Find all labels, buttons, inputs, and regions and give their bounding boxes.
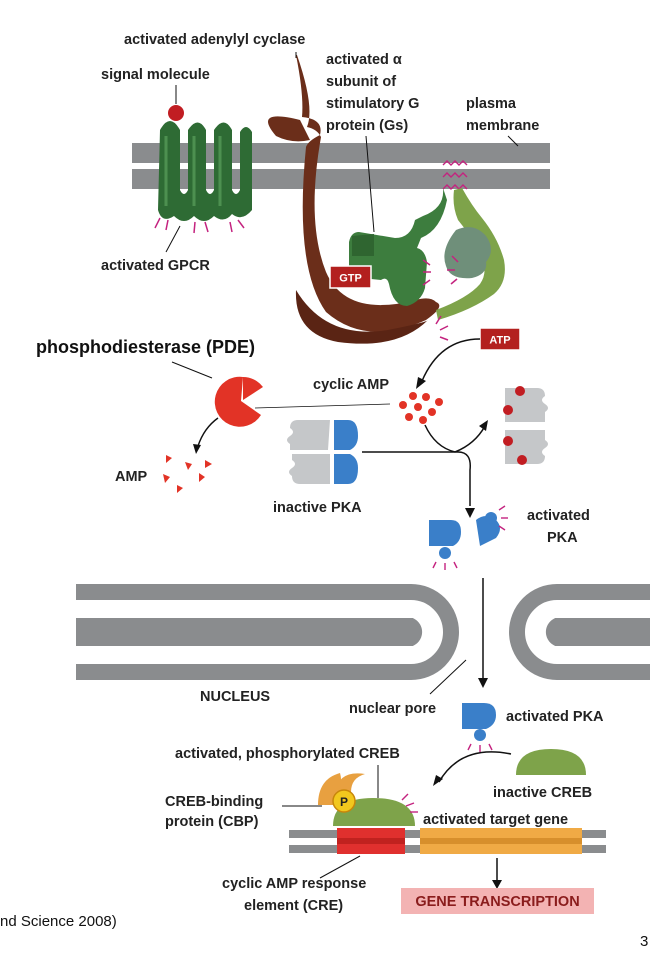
- gs-alpha-label-line1: activated α: [326, 52, 402, 68]
- nuclear-envelope: [76, 584, 650, 680]
- cbp-label-line2: protein (CBP): [165, 814, 259, 830]
- gs-beta-gamma: [422, 188, 505, 341]
- pka-regulatory-camp-bound: [503, 386, 548, 465]
- gs-alpha-label-line2: subunit of: [326, 74, 396, 90]
- citation-text: nd Science 2008): [0, 913, 117, 930]
- gs-alpha-label: activated α subunit of stimulatory G pro…: [326, 52, 419, 134]
- dna-strand: [289, 828, 606, 854]
- phosphate-marker: P: [340, 795, 348, 809]
- activated-creb-label: activated, phosphorylated CREB: [175, 746, 400, 762]
- nuclear-pka: [462, 703, 496, 752]
- activated-pka-label-line2: PKA: [547, 530, 578, 546]
- amp-label: AMP: [115, 469, 148, 485]
- atp-badge: ATP: [479, 327, 521, 351]
- cyclic-amp-molecules: [399, 392, 443, 424]
- plasma-membrane-label-line1: plasma: [466, 96, 517, 112]
- activated-pka-label-line1: activated: [527, 508, 590, 524]
- nucleus-label: NUCLEUS: [200, 689, 270, 705]
- cbp-label-line1: CREB-binding: [165, 794, 263, 810]
- cyclic-amp-label: cyclic AMP: [313, 377, 389, 393]
- gtp-label: GTP: [339, 273, 362, 285]
- gs-alpha-label-line3: stimulatory G: [326, 96, 419, 112]
- inactive-pka-label: inactive PKA: [273, 500, 362, 516]
- nuclear-pore-label: nuclear pore: [349, 701, 436, 717]
- adenylyl-cyclase-label: activated adenylyl cyclase: [124, 32, 305, 48]
- cre-label: cyclic AMP response element (CRE): [222, 876, 366, 914]
- amp-molecules: [163, 455, 212, 493]
- pde-to-amp-arrow: [193, 417, 219, 454]
- inactive-pka: [287, 420, 358, 484]
- creb-cbp-complex: P: [318, 773, 418, 826]
- atp-to-camp-arrow: [416, 338, 481, 389]
- pde-enzyme: [214, 376, 263, 427]
- gs-alpha-subunit: [349, 188, 447, 306]
- gene-transcription-box: GENE TRANSCRIPTION: [401, 888, 594, 914]
- target-gene-label: activated target gene: [423, 812, 568, 828]
- cre-label-line1: cyclic AMP response: [222, 876, 366, 892]
- gene-transcription-label: GENE TRANSCRIPTION: [415, 894, 579, 910]
- plasma-membrane-label-line2: membrane: [466, 118, 539, 134]
- transcription-arrow: [492, 858, 502, 889]
- cbp-label: CREB-binding protein (CBP): [165, 794, 263, 830]
- signal-molecule-ball: [168, 105, 184, 121]
- inactive-creb-label: inactive CREB: [493, 785, 592, 801]
- signal-molecule-label: signal molecule: [101, 67, 210, 83]
- atp-label: ATP: [489, 335, 510, 347]
- activated-pka-label: activated PKA: [527, 508, 590, 546]
- adenylyl-cyclase: [268, 55, 440, 344]
- plasma-membrane-label: plasma membrane: [466, 96, 539, 134]
- gpcr-receptor: [154, 105, 252, 234]
- activated-pka-subunits: [429, 505, 508, 570]
- creb-phosphorylation-arrow: [433, 751, 512, 786]
- cre-label-line2: element (CRE): [244, 898, 343, 914]
- pka-nuclear-import-arrow: [478, 578, 488, 688]
- gpcr-label: activated GPCR: [101, 258, 210, 274]
- gs-alpha-label-line4: protein (Gs): [326, 118, 408, 134]
- pde-label: phosphodiesterase (PDE): [36, 337, 255, 357]
- pka-activation-arrows: [362, 420, 488, 518]
- inactive-creb: [516, 749, 586, 775]
- gtp-badge: GTP: [329, 265, 372, 289]
- plasma-membrane: [132, 143, 550, 190]
- page-number-fragment: 3: [640, 933, 648, 948]
- nuclear-activated-pka-label: activated PKA: [506, 709, 604, 725]
